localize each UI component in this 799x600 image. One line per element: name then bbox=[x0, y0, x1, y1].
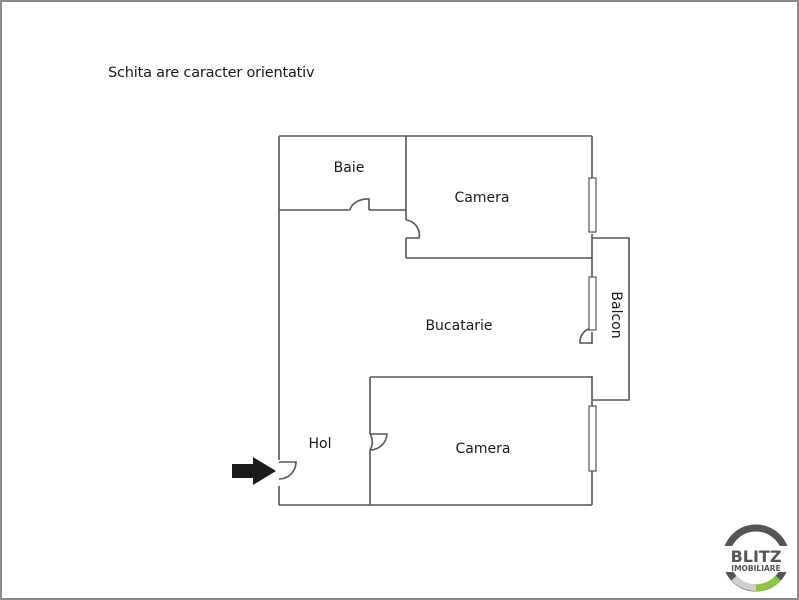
room-label-balcon: Balcon bbox=[608, 291, 624, 338]
room-label-bucatarie: Bucatarie bbox=[425, 318, 492, 334]
blitz-logo: BLITZ IMOBILIARE bbox=[722, 524, 790, 592]
windows bbox=[588, 177, 597, 472]
window-camera-bottom bbox=[588, 405, 597, 472]
walls bbox=[278, 135, 630, 506]
disclaimer-note: Schita are caracter orientativ bbox=[108, 65, 315, 81]
logo-sub: IMOBILIARE bbox=[731, 564, 780, 573]
room-label-camera-bottom: Camera bbox=[456, 441, 511, 457]
room-label-baie: Baie bbox=[334, 160, 365, 176]
window-bucatarie bbox=[588, 276, 597, 331]
entrance-arrow-icon bbox=[232, 457, 276, 485]
logo-brand: BLITZ bbox=[731, 547, 782, 566]
room-label-camera-top: Camera bbox=[455, 190, 510, 206]
window-camera-top bbox=[588, 177, 597, 233]
room-label-hol: Hol bbox=[309, 436, 332, 452]
